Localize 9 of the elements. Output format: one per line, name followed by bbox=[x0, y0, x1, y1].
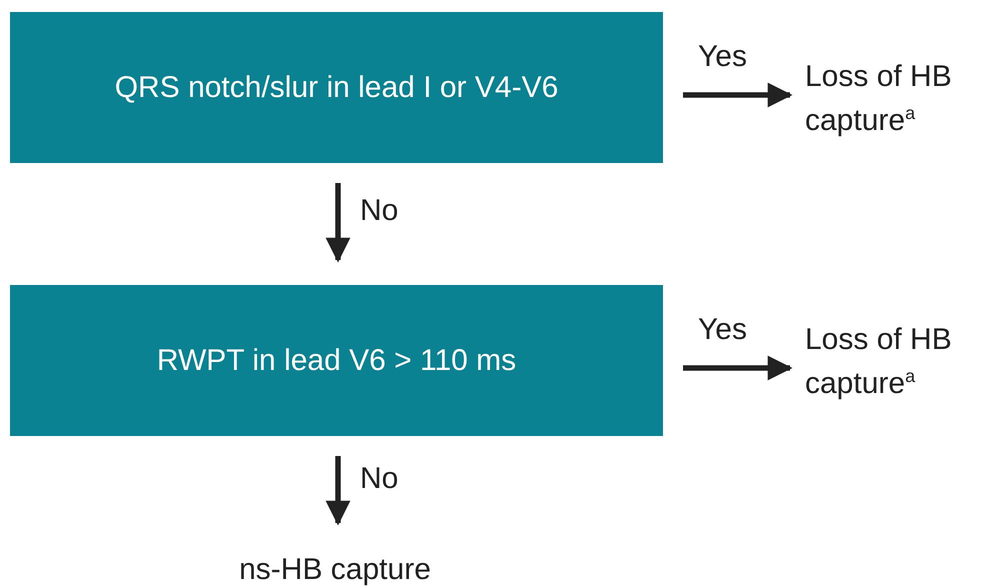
arrow bbox=[683, 356, 792, 380]
outcome-text: Loss of HB capture$^{a}$ bbox=[805, 55, 993, 135]
arrow bbox=[326, 183, 350, 262]
arrow bbox=[326, 456, 350, 526]
decision-box: RWPT in lead V6 > 110 ms bbox=[10, 285, 663, 436]
outcome-text: Loss of HB capture$^{a}$ bbox=[805, 318, 993, 398]
outcome-text: ns-HB capture bbox=[205, 548, 465, 586]
decision-box: QRS notch/slur in lead I or V4-V6 bbox=[10, 12, 663, 163]
arrow bbox=[683, 82, 792, 108]
